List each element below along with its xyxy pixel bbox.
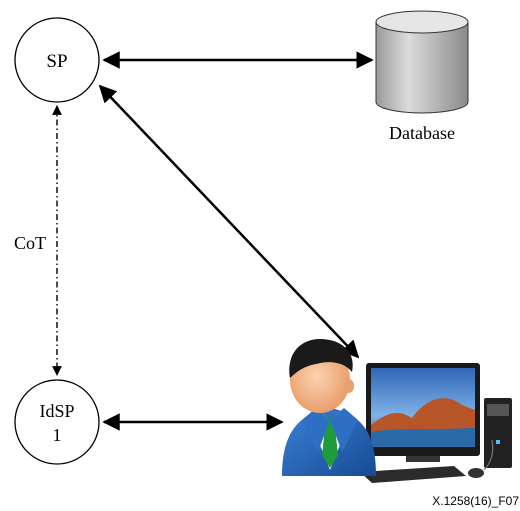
sp-user-arrow — [98, 84, 360, 359]
idsp-node: IdSP 1 — [14, 379, 100, 465]
mouse — [468, 468, 484, 478]
figure-id: X.1258(16)_F07 — [432, 494, 519, 508]
idsp-label-line1: IdSP — [39, 401, 74, 421]
sp-node: SP — [14, 17, 100, 103]
user-computer-icon — [282, 338, 512, 483]
cot-label: CoT — [14, 233, 46, 253]
database-label: Database — [389, 123, 455, 143]
keyboard — [360, 466, 466, 483]
person-hair — [289, 338, 353, 378]
sp-label: SP — [46, 51, 67, 72]
database-icon — [375, 10, 469, 114]
idsp-label-line2: 1 — [53, 425, 62, 445]
